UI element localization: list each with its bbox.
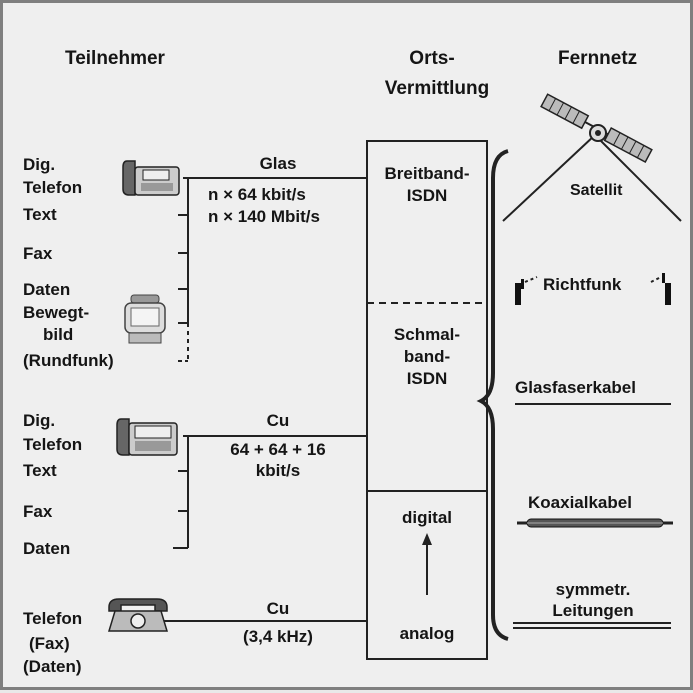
exchange-narrowband-line1: Schmal-: [393, 325, 461, 344]
exchange-analog: analog: [399, 624, 455, 643]
exchange-box: [366, 140, 488, 660]
bb-rate-1: n × 64 kbit/s: [208, 185, 306, 204]
radio-antenna-left-icon: [515, 279, 524, 305]
exchange-narrowband-line2: band-: [403, 347, 451, 366]
header-long-distance: Fernnetz: [558, 48, 638, 69]
network-coax: Koaxialkabel: [528, 493, 632, 512]
radio-antenna-right-icon: [662, 273, 671, 305]
satellite-beam-left: [502, 134, 596, 222]
bb-label-dig: Dig.: [23, 155, 56, 174]
bb-label-fax: Fax: [23, 244, 53, 263]
nb-rate-1: 64 + 64 + 16: [230, 440, 326, 459]
radio-link-left: [524, 276, 538, 283]
header-exchange-line2: Vermittlung: [384, 78, 490, 99]
connection-lines: [153, 134, 682, 660]
nb-label-daten: Daten: [23, 539, 71, 558]
network-sym-line1: symmetr.: [555, 580, 631, 599]
coaxial-cable-icon: [517, 518, 673, 528]
exchange-broadband-line1: Breitband-: [384, 164, 470, 183]
bb-medium: Glas: [259, 154, 297, 173]
bb-rate-2: n × 140 Mbit/s: [208, 207, 320, 226]
network-sym-line2: Leitungen: [552, 601, 634, 620]
bb-label-bild: bild: [43, 325, 74, 344]
bb-label-text: Text: [23, 205, 57, 224]
nb-label-dig: Dig.: [23, 411, 56, 430]
an-label-daten: (Daten): [23, 657, 82, 676]
nb-label-text: Text: [23, 461, 57, 480]
conversion-arrow-head: [422, 533, 432, 545]
an-medium: Cu: [266, 599, 290, 618]
nb-label-telefon: Telefon: [23, 435, 83, 454]
network-satellite: Satellit: [570, 182, 623, 199]
analog-telephone-icon: [107, 598, 169, 632]
header-exchange-line1: Orts-: [409, 48, 455, 69]
nb-rate-2: kbit/s: [255, 461, 301, 480]
nb-medium: Cu: [266, 411, 290, 430]
header-subscriber: Teilnehmer: [65, 48, 165, 69]
exchange-digital: digital: [401, 508, 453, 527]
bb-label-rundfunk: (Rundfunk): [23, 351, 114, 370]
digital-telephone-icon-narrowband: [116, 418, 178, 456]
satellite-icon: [540, 93, 653, 164]
network-brace: [476, 149, 509, 641]
bb-label-telefon: Telefon: [23, 178, 83, 197]
digital-telephone-icon-broadband: [122, 160, 180, 196]
an-label-fax: (Fax): [29, 634, 70, 653]
bb-label-daten: Daten: [23, 280, 71, 299]
an-label-telefon: Telefon: [23, 609, 83, 628]
video-terminal-icon: [124, 294, 166, 344]
exchange-narrowband-line3: ISDN: [406, 369, 448, 388]
network-radio-relay: Richtfunk: [543, 275, 622, 294]
bb-label-bewegt: Bewegt-: [23, 303, 90, 322]
radio-link-right: [650, 276, 662, 283]
satellite-beam-right: [594, 134, 682, 222]
exchange-broadband-line2: ISDN: [406, 186, 448, 205]
nb-label-fax: Fax: [23, 502, 53, 521]
an-rate: (3,4 kHz): [243, 627, 313, 646]
network-fiber: Glasfaserkabel: [515, 378, 636, 397]
